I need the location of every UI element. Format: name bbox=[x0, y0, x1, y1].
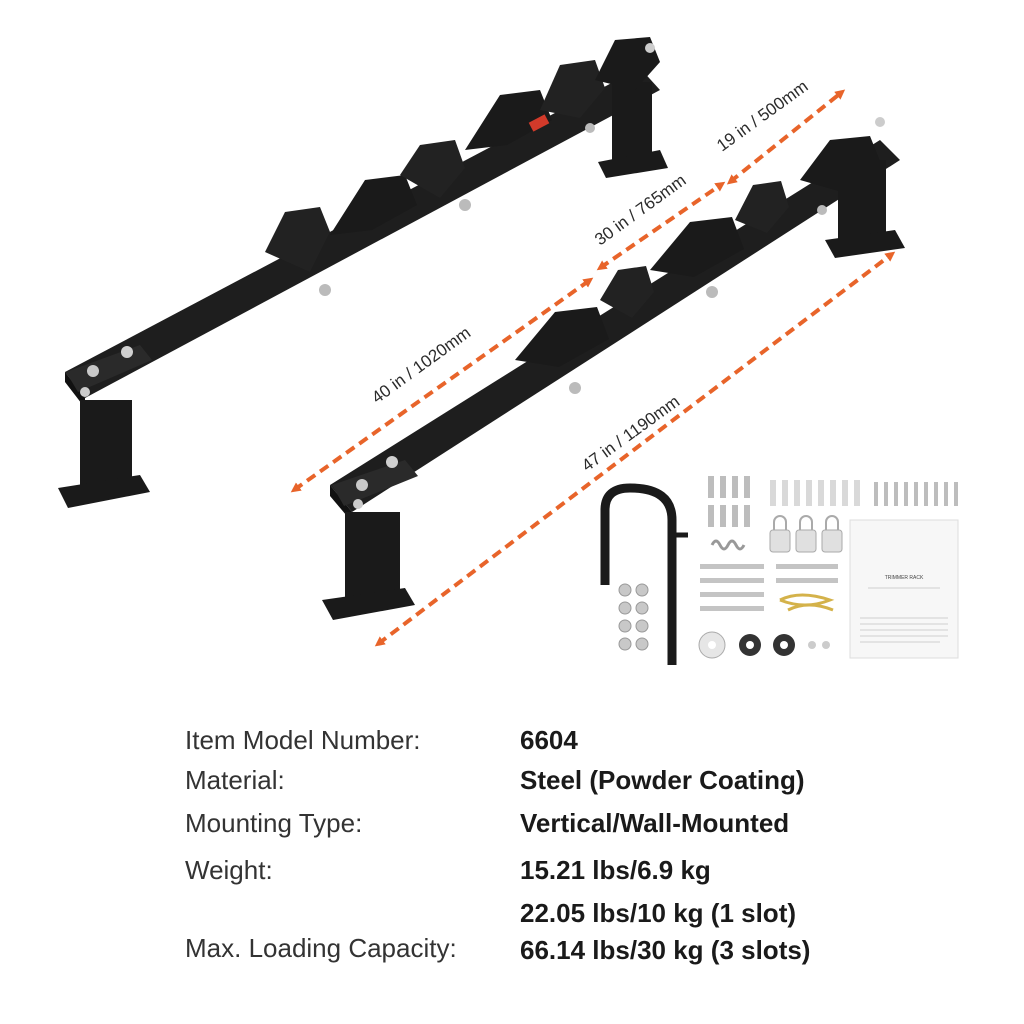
spec-label-model-number: Item Model Number: bbox=[185, 725, 421, 755]
dimension-label-30in: 30 in / 765mm bbox=[591, 171, 689, 250]
spec-value-mounting-type: Vertical/Wall-Mounted bbox=[520, 808, 790, 838]
spec-label-weight: Weight: bbox=[185, 855, 273, 885]
spec-value-material: Steel (Powder Coating) bbox=[520, 765, 805, 795]
hardware-kit bbox=[600, 476, 958, 665]
manual-title: TRIMMER RACK bbox=[885, 575, 924, 581]
spec-value-capacity-three-slots: 66.14 lbs/30 kg (3 slots) bbox=[520, 935, 811, 965]
instruction-manual: TRIMMER RACK bbox=[849, 519, 959, 659]
spec-label-max-loading-capacity: Max. Loading Capacity: bbox=[185, 933, 457, 963]
product-illustration: 19 in / 500mm 30 in / 765mm 40 in / 1020… bbox=[58, 37, 959, 665]
spec-label-material: Material: bbox=[185, 765, 285, 795]
dimension-arrows bbox=[290, 89, 896, 647]
dimension-label-47in: 47 in / 1190mm bbox=[578, 392, 683, 476]
left-rack-rail bbox=[58, 37, 668, 508]
spec-value-model-number: 6604 bbox=[520, 725, 578, 755]
dimension-label-19in: 19 in / 500mm bbox=[713, 77, 811, 156]
dimension-label-40in: 40 in / 1020mm bbox=[368, 323, 474, 407]
spec-value-weight: 15.21 lbs/6.9 kg bbox=[520, 855, 711, 885]
spec-label-mounting-type: Mounting Type: bbox=[185, 808, 363, 838]
spec-value-capacity-one-slot: 22.05 lbs/10 kg (1 slot) bbox=[520, 898, 797, 928]
